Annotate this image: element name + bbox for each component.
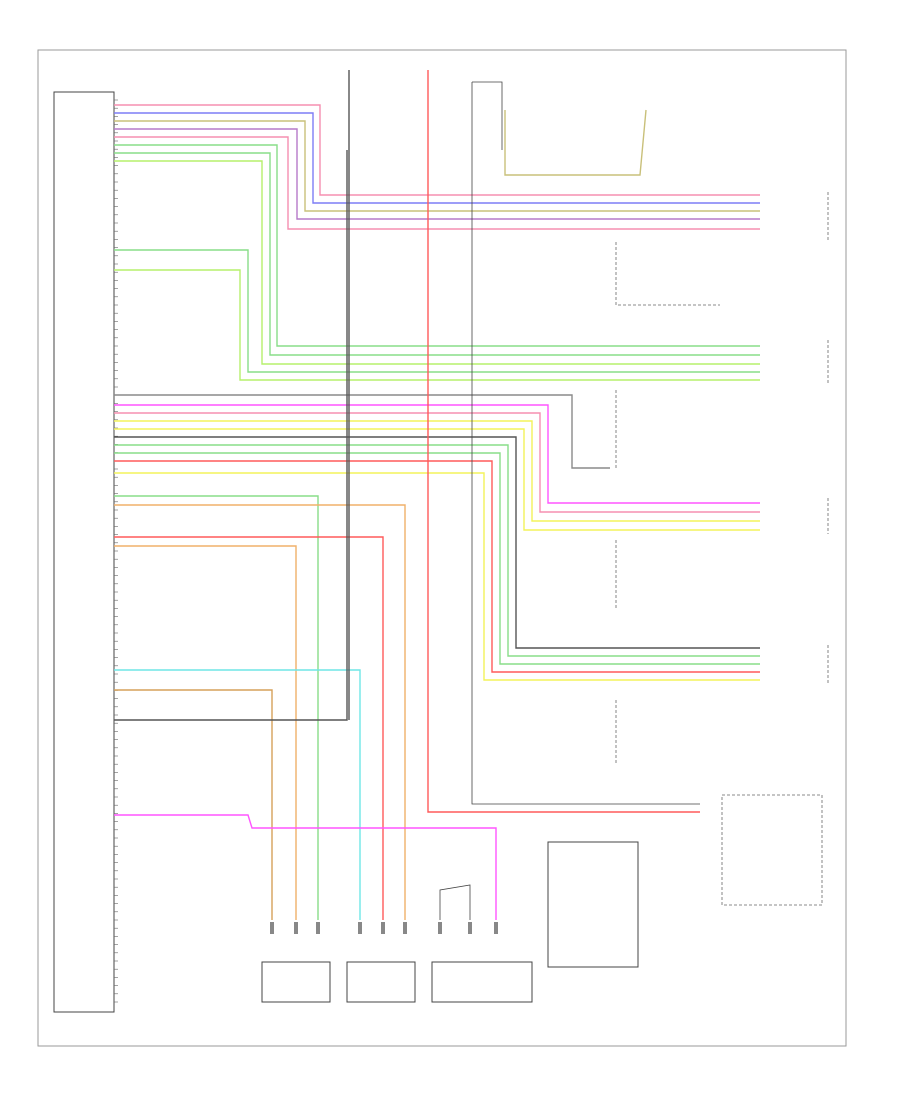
connector-pin <box>358 922 362 934</box>
sensor-pins <box>270 922 498 934</box>
connector-pin <box>494 922 498 934</box>
wire-group-mid <box>114 249 760 381</box>
connector-pin <box>468 922 472 934</box>
connector-pin <box>294 922 298 934</box>
wire-group-top <box>114 104 760 365</box>
wire-group-bottom <box>114 150 497 920</box>
diagram-frame <box>37 49 847 1047</box>
wire-group-band <box>114 394 760 681</box>
right-connectors <box>547 192 829 968</box>
connector-pin <box>403 922 407 934</box>
top-feeds <box>348 70 700 813</box>
connector-pin <box>438 922 442 934</box>
bottom-components <box>261 884 533 1003</box>
connector-pin <box>316 922 320 934</box>
control-module-box <box>53 91 115 1013</box>
connector-pin <box>381 922 385 934</box>
module-pin-ticks <box>114 99 118 1003</box>
connector-pin <box>270 922 274 934</box>
